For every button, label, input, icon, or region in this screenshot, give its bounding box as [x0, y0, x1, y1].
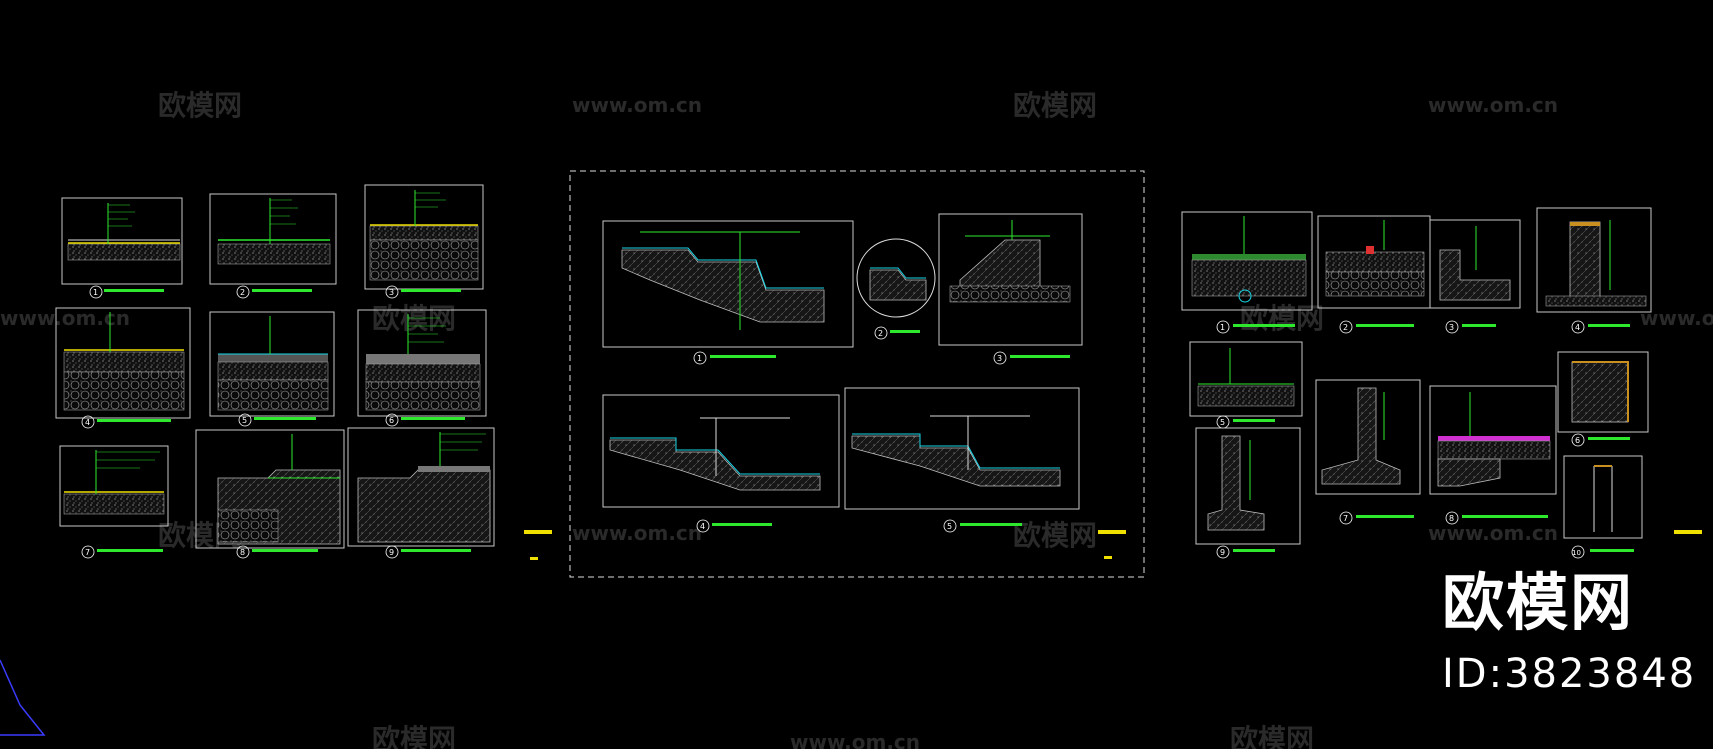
watermark-brand: 欧模网 — [158, 89, 242, 122]
detail-number: 1 — [1220, 323, 1225, 332]
detail-right-7[interactable]: 7 — [1315, 379, 1421, 525]
watermark-brand: 欧模网 — [1240, 302, 1324, 335]
detail-center-3[interactable]: 4 — [602, 394, 840, 533]
watermark-brand: 欧模网 — [1013, 89, 1097, 122]
detail-number: 10 — [1572, 549, 1581, 557]
scale-bar — [1104, 556, 1112, 559]
detail-right-9[interactable]: 9 — [1195, 427, 1301, 559]
watermark-url: www.om.cn — [1640, 306, 1713, 330]
detail-number: 1 — [93, 288, 98, 297]
detail-number: 7 — [85, 548, 90, 557]
watermark-brand: 欧模网 — [372, 723, 456, 749]
detail-right-3[interactable]: 3 — [1429, 219, 1521, 334]
watermark-url: www.om.cn — [790, 730, 920, 749]
watermark-url: www.om.cn — [0, 306, 130, 330]
detail-right-8[interactable]: 8 — [1429, 385, 1557, 525]
detail-number: 6 — [389, 416, 394, 425]
watermark-url: www.om.cn — [1428, 521, 1558, 545]
detail-number: 9 — [389, 548, 394, 557]
detail-left-6[interactable]: 6 — [357, 309, 487, 427]
detail-left-3[interactable]: 3 — [364, 184, 484, 299]
detail-number: 5 — [947, 522, 952, 531]
detail-right-4[interactable]: 4 — [1536, 207, 1652, 334]
detail-number: 3 — [1449, 323, 1454, 332]
detail-center-1[interactable]: 1 — [602, 220, 854, 365]
watermark-url: www.om.cn — [572, 521, 702, 545]
detail-left-2[interactable]: 2 — [209, 193, 337, 299]
detail-left-5[interactable]: 5 — [209, 311, 335, 427]
detail-left-7[interactable]: 7 — [59, 445, 169, 559]
detail-number: 7 — [1343, 514, 1348, 523]
detail-number: 9 — [1220, 548, 1225, 557]
watermark-brand: 欧模网 — [372, 302, 456, 335]
sheet-right[interactable]: 1 2 3 — [1181, 207, 1702, 559]
detail-center-2[interactable]: 3 — [938, 213, 1083, 365]
detail-number: 6 — [1575, 436, 1580, 445]
detail-center-4[interactable]: 5 — [844, 387, 1080, 533]
sheet-center[interactable]: 1 2 3 — [569, 170, 1145, 578]
detail-right-2[interactable]: 2 — [1317, 215, 1431, 334]
scale-bar — [1098, 530, 1126, 534]
detail-number: 8 — [1449, 514, 1454, 523]
scale-bar — [530, 557, 538, 560]
detail-number: 1 — [697, 354, 702, 363]
detail-number: 4 — [85, 418, 90, 427]
detail-number: 3 — [997, 354, 1002, 363]
detail-right-6[interactable]: 6 — [1557, 351, 1649, 447]
watermark-brand: 欧模网 — [1013, 519, 1097, 552]
detail-left-9[interactable]: 9 — [347, 427, 495, 559]
detail-center-callout[interactable]: 2 — [856, 238, 936, 340]
ucs-icon — [0, 659, 46, 736]
watermark-logo: 欧模网 — [1442, 566, 1635, 639]
sheet-left[interactable]: 1 2 3 — [55, 184, 552, 560]
detail-right-10[interactable]: 10 — [1563, 455, 1643, 559]
detail-right-1[interactable]: 1 — [1181, 211, 1313, 334]
detail-left-1[interactable]: 1 — [61, 197, 183, 299]
detail-left-4[interactable]: 4 — [55, 307, 191, 429]
scale-bar — [1674, 530, 1702, 534]
detail-right-5[interactable]: 5 — [1189, 341, 1303, 429]
detail-number: 5 — [1220, 418, 1225, 427]
watermark-id: ID:3823848 — [1442, 651, 1697, 697]
detail-number: 4 — [700, 522, 705, 531]
detail-number: 2 — [240, 288, 245, 297]
detail-number: 5 — [242, 416, 247, 425]
watermark-layer: 欧模网 www.om.cn 欧模网 www.om.cn www.om.cn 欧模… — [0, 89, 1713, 749]
detail-number: 2 — [1343, 323, 1348, 332]
detail-number: 4 — [1575, 323, 1580, 332]
scale-bar — [524, 530, 552, 534]
detail-number: 2 — [878, 329, 883, 338]
detail-left-8[interactable]: 8 — [195, 429, 345, 559]
watermark-url: www.om.cn — [1428, 93, 1558, 117]
watermark-url: www.om.cn — [572, 93, 702, 117]
watermark-brand: 欧模网 — [1230, 723, 1314, 749]
detail-number: 3 — [389, 288, 394, 297]
detail-number: 8 — [240, 548, 245, 557]
